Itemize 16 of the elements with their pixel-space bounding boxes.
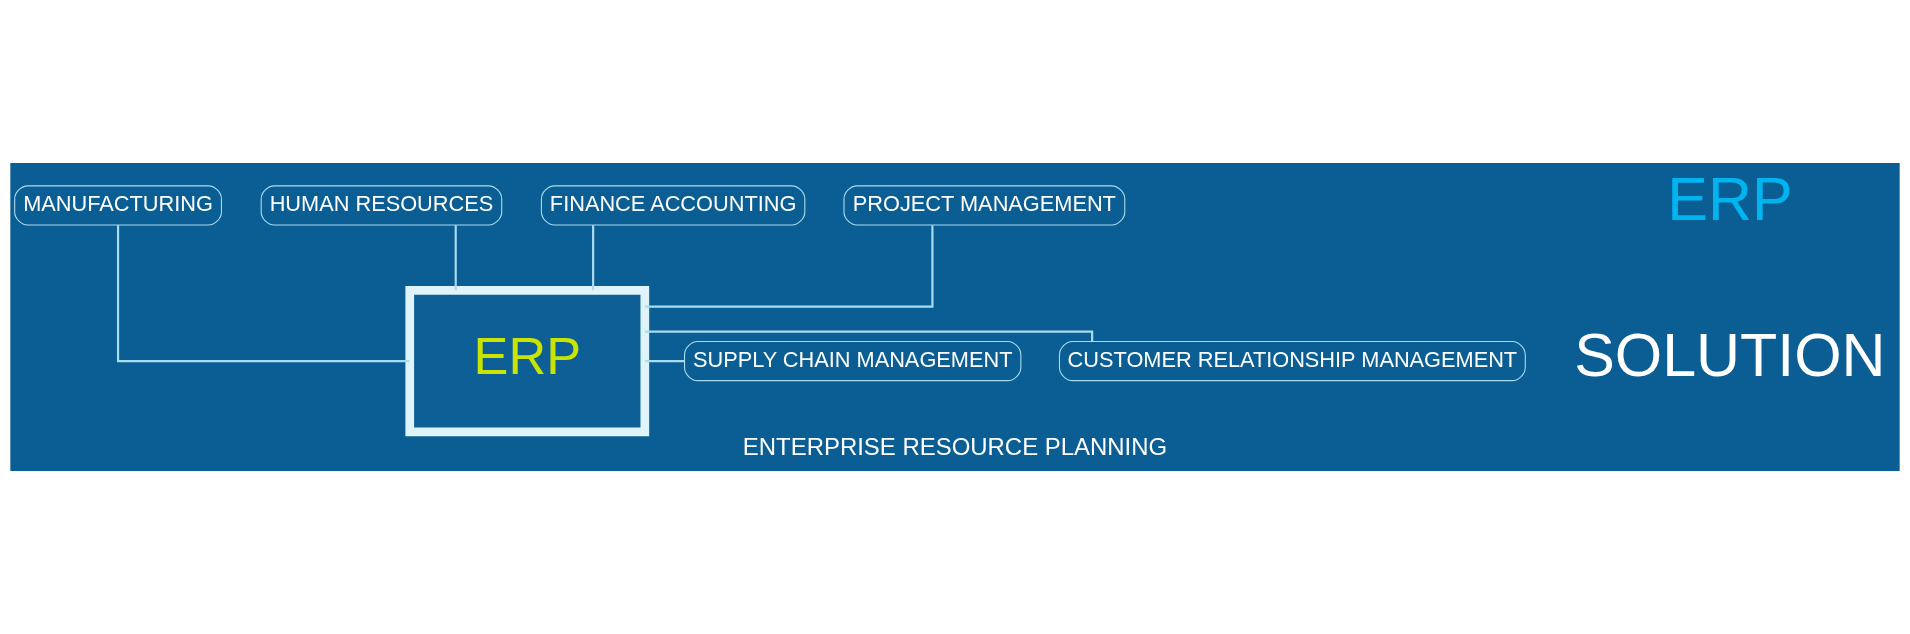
node-box: MANUFACTURING [14, 185, 222, 226]
label: ERP [1667, 165, 1793, 234]
connector [645, 360, 685, 363]
connector [645, 330, 1094, 342]
node-box: HUMAN RESOURCES [260, 185, 503, 226]
connector [116, 225, 410, 363]
connector [645, 225, 934, 308]
connector [454, 225, 457, 291]
node-box: CUSTOMER RELATIONSHIP MANAGEMENT [1058, 340, 1526, 382]
caption: ENTERPRISE RESOURCE PLANNING [742, 433, 1168, 461]
node-box: PROJECT MANAGEMENT [843, 185, 1126, 226]
label: SOLUTION [1574, 321, 1886, 390]
node-box: ERP [405, 286, 650, 437]
node-box: FINANCE ACCOUNTING [540, 185, 806, 226]
node-box: SUPPLY CHAIN MANAGEMENT [684, 340, 1022, 382]
connector [592, 225, 595, 291]
